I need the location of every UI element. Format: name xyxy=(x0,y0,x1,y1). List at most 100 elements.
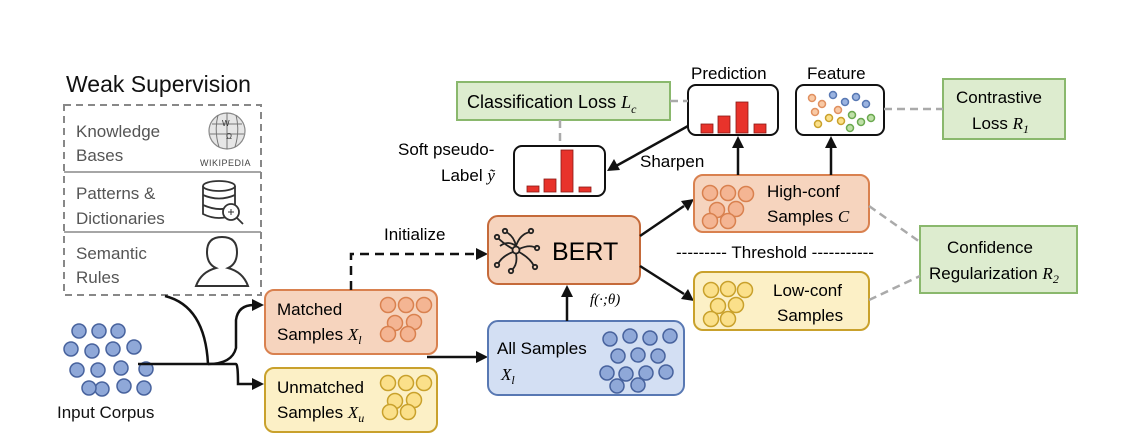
patterns-label-2: Dictionaries xyxy=(76,209,165,228)
sample-dot xyxy=(622,328,638,344)
low-conf-dots xyxy=(702,280,754,328)
sample-dot xyxy=(381,403,399,421)
feature-dot xyxy=(824,113,834,123)
contrastive-loss-box xyxy=(942,78,1066,140)
unmatched-label-1: Unmatched xyxy=(277,378,364,397)
histogram-bar xyxy=(700,123,714,134)
sample-dot xyxy=(397,374,415,392)
corpus-dot xyxy=(90,362,106,378)
high-conf-label-1: High-conf xyxy=(767,182,840,201)
prediction-histogram-box xyxy=(687,84,779,136)
contrastive-loss-label-2: Loss R1 xyxy=(972,114,1029,136)
corpus-dot xyxy=(110,323,126,339)
sample-dot xyxy=(599,365,615,381)
feature-dot xyxy=(833,105,843,115)
corpus-dot xyxy=(71,323,87,339)
unmatched-label-2: Samples Xu xyxy=(277,403,364,425)
arrowhead xyxy=(825,136,837,148)
sample-dot xyxy=(399,325,417,343)
corpus-dot xyxy=(94,381,110,397)
histogram-bar xyxy=(753,123,767,134)
soft-label-label-2: Label ỹ xyxy=(441,166,495,185)
neural-network-icon xyxy=(493,227,541,275)
sample-dot xyxy=(658,364,674,380)
initialize-label: Initialize xyxy=(384,225,445,244)
wikipedia-logo-text: WIKIPEDIA xyxy=(200,158,251,168)
sample-dot xyxy=(701,212,719,230)
soft-label-histogram xyxy=(526,149,592,193)
semantic-rules-label-1: Semantic xyxy=(76,244,147,263)
sample-dot xyxy=(379,374,397,392)
weak-supervision-box xyxy=(63,104,262,296)
sample-dot xyxy=(709,297,727,315)
feature-dot xyxy=(861,99,871,109)
bert-to-high-arrow xyxy=(639,204,685,238)
high-conf-label-2: Samples C xyxy=(767,207,850,226)
sample-dot xyxy=(415,296,433,314)
classification-loss-label: Classification Loss Lc xyxy=(467,92,637,116)
feature-scatter xyxy=(807,90,876,133)
input-corpus-label: Input Corpus xyxy=(57,403,154,422)
weak-supervision-connector xyxy=(164,294,210,365)
sample-dot xyxy=(415,374,433,392)
arrowhead xyxy=(561,285,573,297)
threshold-label: --------- Threshold ----------- xyxy=(676,243,874,262)
corpus-to-matched-arrow xyxy=(138,303,255,366)
histogram-bar xyxy=(578,186,592,193)
histogram-bar xyxy=(543,178,557,193)
high-conf-box xyxy=(693,174,870,233)
dashed-connector xyxy=(868,274,921,302)
sample-dot xyxy=(602,331,618,347)
soft-label-label-1: Soft pseudo- xyxy=(398,140,494,159)
arrowhead xyxy=(681,289,694,301)
all-samples-label: All Samples xyxy=(497,339,587,358)
sample-dot xyxy=(719,212,737,230)
sharpen-arrow xyxy=(615,124,689,168)
feature-dot xyxy=(817,99,827,109)
arrowhead xyxy=(476,248,488,260)
matched-sample-dots xyxy=(379,296,433,343)
corpus-dot xyxy=(116,378,132,394)
feature-dot xyxy=(847,110,857,120)
semantic-rules-label-2: Rules xyxy=(76,268,119,287)
histogram-bar xyxy=(526,185,540,193)
arrowhead xyxy=(681,199,694,211)
sample-dot xyxy=(638,365,654,381)
low-conf-label-1: Low-conf xyxy=(773,281,842,300)
feature-dot xyxy=(851,92,861,102)
corpus-dot xyxy=(136,380,152,396)
feature-dot xyxy=(840,97,850,107)
corpus-dot xyxy=(84,343,100,359)
feature-dot xyxy=(813,119,823,129)
corpus-dot xyxy=(126,339,142,355)
feature-dot xyxy=(856,117,866,127)
feature-label: Feature xyxy=(807,64,866,83)
bert-label: BERT xyxy=(552,238,618,266)
sample-dot xyxy=(618,366,634,382)
corpus-dot xyxy=(81,380,97,396)
corpus-dot xyxy=(63,341,79,357)
svg-text:Ω: Ω xyxy=(226,132,232,141)
person-silhouette-icon xyxy=(194,235,250,287)
initialize-arrow xyxy=(349,252,476,290)
histogram-bar xyxy=(560,149,574,193)
bert-to-low-arrow xyxy=(639,264,685,296)
contrastive-loss-label-1: Contrastive xyxy=(956,88,1042,107)
weak-supervision-title: Weak Supervision xyxy=(66,71,251,97)
sample-dot xyxy=(397,296,415,314)
confidence-reg-label-1: Confidence xyxy=(947,238,1033,257)
sample-dot xyxy=(630,377,646,393)
feature-dot xyxy=(866,113,876,123)
arrowhead xyxy=(476,351,488,363)
sample-dot xyxy=(379,296,397,314)
matched-label-1: Matched xyxy=(277,300,342,319)
corpus-dot xyxy=(138,361,154,377)
sample-dot xyxy=(719,184,737,202)
bert-function-label: f(·;θ) xyxy=(590,292,620,308)
corpus-to-unmatched-arrow xyxy=(208,362,254,386)
sample-dot xyxy=(727,200,745,218)
sample-dot xyxy=(736,281,754,299)
sample-dot xyxy=(642,330,658,346)
histogram-bar xyxy=(717,115,731,134)
database-search-icon xyxy=(202,180,244,225)
